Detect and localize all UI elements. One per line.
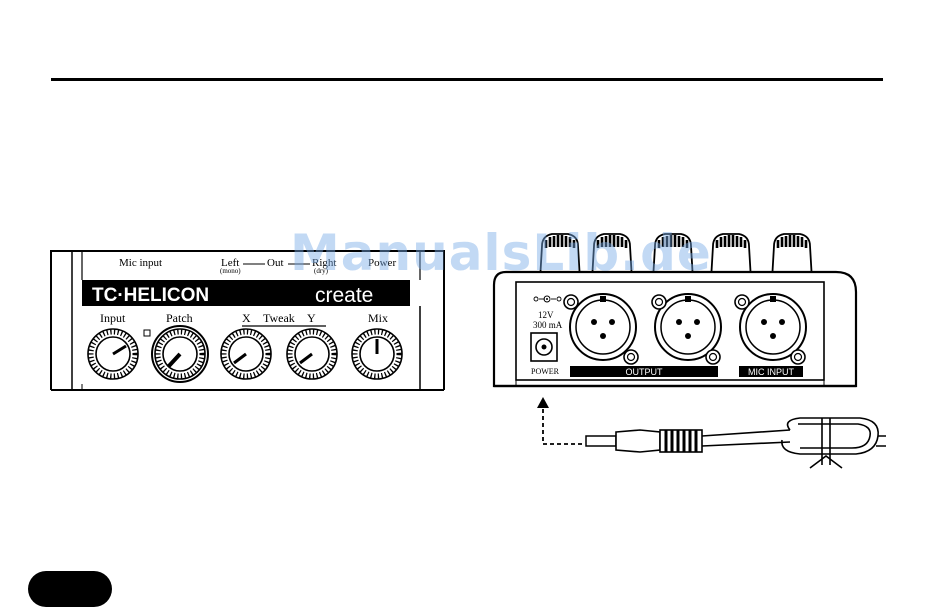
mic-input-port-label: MIC INPUT [748, 367, 795, 377]
tweak-x-label: X [242, 311, 251, 325]
brand-logo-text: TC·HELICON [92, 285, 209, 306]
page-number-tab [28, 571, 112, 607]
connection-arrow-icon [537, 397, 583, 444]
power-current: 300 mA [533, 320, 563, 330]
power-jack [531, 333, 557, 361]
tweak-y-label: Y [307, 311, 316, 325]
mono-label: (mono) [220, 267, 241, 275]
tweak-y-knob [287, 329, 337, 379]
tweak-x-knob [221, 329, 271, 379]
tweak-label: Tweak [263, 311, 295, 325]
power-port-label: POWER [531, 367, 560, 376]
power-adapter-plug [586, 418, 886, 468]
patch-knob [152, 326, 208, 382]
output-port-label: OUTPUT [626, 367, 664, 377]
power-voltage: 12V [538, 310, 554, 320]
input-knob-label: Input [100, 311, 126, 325]
patch-knob-label: Patch [166, 311, 193, 325]
model-name: create [315, 284, 373, 307]
mic-input-label: Mic input [119, 257, 162, 269]
output-left-xlr [570, 294, 636, 360]
mix-knob-label: Mix [368, 311, 388, 325]
watermark: ManualsLib.de [290, 224, 662, 282]
input-knob [88, 329, 138, 379]
out-label: Out [267, 257, 284, 269]
mix-knob [352, 329, 402, 379]
